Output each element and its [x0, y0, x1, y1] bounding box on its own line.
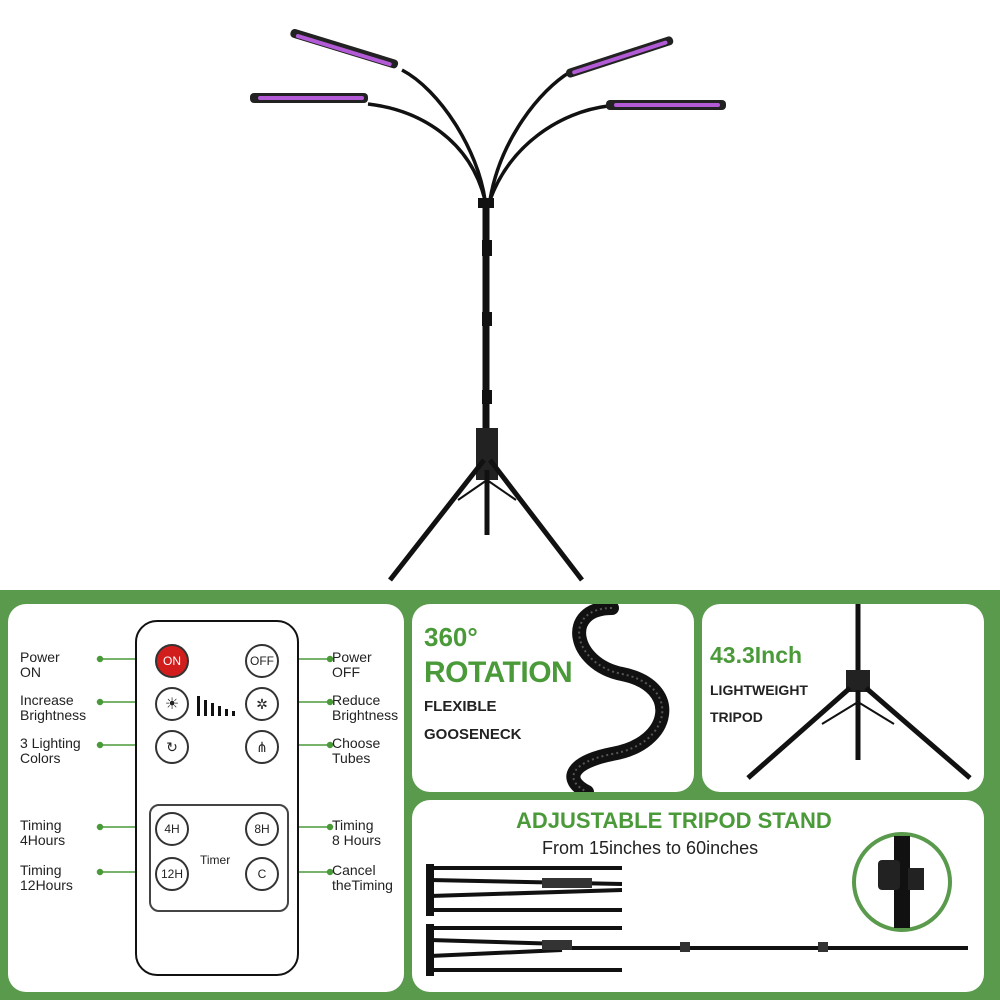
label-timing-4h: Timing 4Hours	[20, 817, 66, 848]
tripod-panel: 43.3Inch LIGHTWEIGHT TRIPOD	[702, 604, 984, 792]
label-power-on: Power ON	[20, 649, 60, 680]
label-timing-8h: Timing 8 Hours	[332, 817, 382, 848]
rotation-title: ROTATION	[424, 656, 573, 689]
tripod-height: 43.3Inch	[710, 642, 803, 668]
tripod-sub-1: LIGHTWEIGHT	[710, 682, 808, 698]
folded-tripod-illustration	[426, 832, 968, 976]
label-choose-tubes: Choose Tubes	[332, 735, 381, 766]
rotation-panel: 360° ROTATION FLEXIBLE GOOSENECK	[412, 604, 694, 792]
adjustable-subtitle: From 15inches to 60inches	[542, 838, 759, 858]
brightness-down-button[interactable]: ✲	[245, 687, 279, 721]
power-off-button[interactable]: OFF	[245, 644, 279, 678]
brightness-up-icon: ☀	[164, 696, 180, 713]
label-reduce-brightness: Reduce Brightness	[332, 692, 399, 723]
label-cancel-timing: Cancel theTiming	[332, 862, 393, 893]
label-lighting-colors: 3 Lighting Colors	[20, 735, 81, 766]
timer-12h-button[interactable]: 12H	[155, 857, 189, 891]
signal-bars-icon	[197, 694, 241, 716]
gooseneck-illustration	[566, 604, 670, 792]
timer-8h-button[interactable]: 8H	[245, 812, 279, 846]
adjustable-panel: ADJUSTABLE TRIPOD STAND From 15inches to…	[412, 800, 984, 992]
color-cycle-button[interactable]: ↻	[155, 730, 189, 764]
timer-label: Timer	[200, 853, 231, 867]
choose-tubes-button[interactable]: ⋔	[245, 730, 279, 764]
power-on-button[interactable]: ON	[155, 644, 189, 678]
cancel-timer-button[interactable]: C	[245, 857, 279, 891]
brightness-down-icon: ✲	[256, 695, 268, 712]
rotation-degrees: 360°	[424, 622, 478, 652]
tripod-illustration	[746, 604, 972, 780]
tripod-sub-2: TRIPOD	[710, 709, 763, 725]
adjustable-title: ADJUSTABLE TRIPOD STAND	[516, 808, 832, 833]
label-timing-12h: Timing 12Hours	[20, 862, 73, 893]
label-power-off: Power OFF	[332, 649, 372, 680]
timer-4h-button[interactable]: 4H	[155, 812, 189, 846]
remote-panel: Power ON Increase Brightness 3 Lighting …	[8, 604, 404, 992]
grow-lamp-illustration	[250, 28, 726, 582]
timer-group	[149, 804, 289, 912]
color-cycle-icon: ↻	[166, 738, 178, 755]
tubes-icon: ⋔	[256, 738, 268, 755]
product-hero	[250, 28, 726, 582]
gooseneck-sub-2: GOOSENECK	[424, 726, 522, 743]
remote-control: ON OFF ☀ ✲ ↻ ⋔ 4H 8H Timer 12H C	[135, 620, 299, 976]
gooseneck-sub-1: FLEXIBLE	[424, 698, 497, 715]
brightness-up-button[interactable]: ☀	[155, 687, 189, 721]
label-increase-brightness: Increase Brightness	[20, 692, 87, 723]
